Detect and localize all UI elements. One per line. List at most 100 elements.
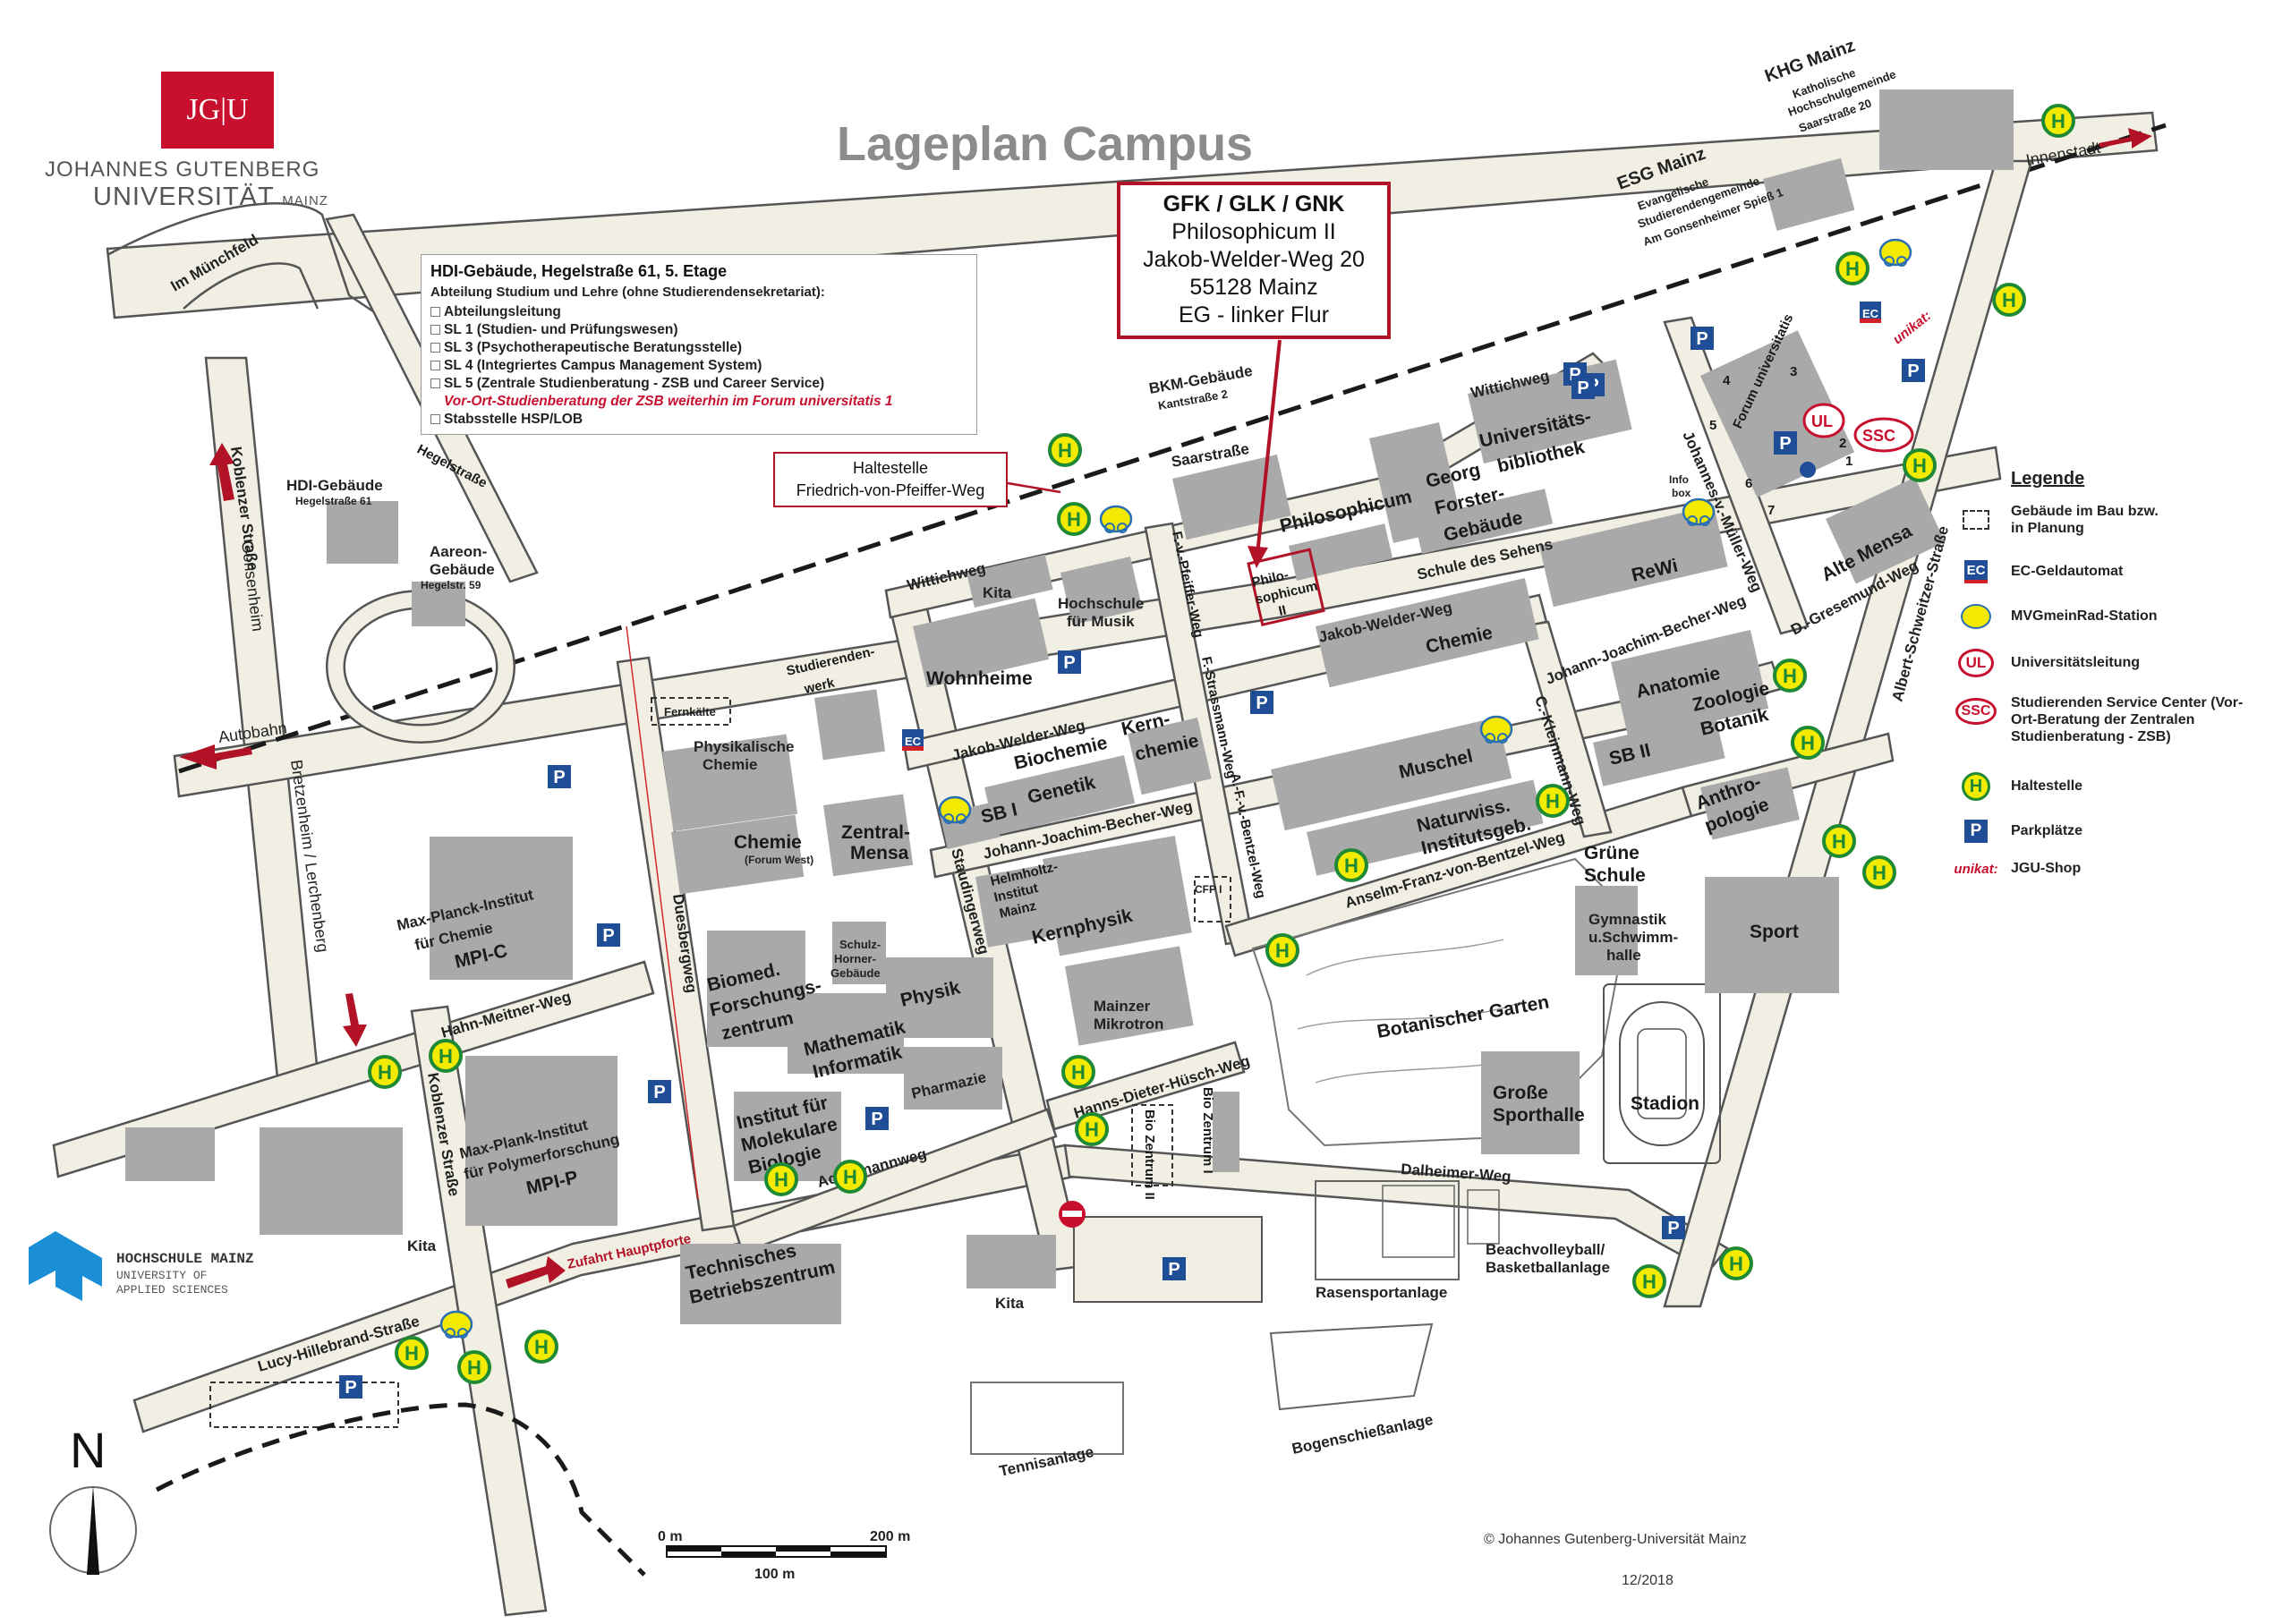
hdi-item: Stabsstelle HSP/LOB xyxy=(430,411,967,429)
jgu-logo-line2: UNIVERSITÄT MAINZ xyxy=(93,183,328,211)
svg-text:P: P xyxy=(602,926,614,946)
jgu-shop-map: unikat: xyxy=(1890,308,1934,347)
legend-item: MVGmeinRad-Station xyxy=(1955,599,2278,633)
parking-icon: P xyxy=(1163,1257,1186,1280)
scale-start: 0 m xyxy=(658,1529,683,1544)
svg-text:H: H xyxy=(1071,1061,1086,1084)
map-date: 12/2018 xyxy=(1622,1573,1674,1588)
label-forum-3: 3 xyxy=(1790,364,1797,379)
svg-text:P: P xyxy=(345,1378,356,1398)
bus-stop-icon: H xyxy=(1536,784,1570,818)
jgu-shop-icon: unikat: xyxy=(1954,861,1998,877)
bldg-helmholtz xyxy=(975,864,1059,948)
svg-text:H: H xyxy=(467,1356,481,1379)
label-forum-1: 1 xyxy=(1845,454,1852,469)
ul-map: UL xyxy=(1802,403,1845,438)
svg-text:H: H xyxy=(534,1336,549,1358)
bldg-georg-forster xyxy=(1369,422,1463,543)
svg-text:P: P xyxy=(553,768,565,787)
bus-stop-icon: H xyxy=(395,1336,429,1370)
target-street: Jakob-Welder-Weg 20 xyxy=(1143,247,1365,272)
label-musik-2: für Musik xyxy=(1067,613,1135,630)
bike-station-icon xyxy=(1878,238,1912,267)
bldg-musik xyxy=(1060,557,1143,625)
label-hdi: HDI-Gebäude xyxy=(286,477,383,494)
bldg-kernchemie xyxy=(1128,718,1212,795)
label-physchem-1: Physikalische xyxy=(694,738,794,755)
label-physchem-2: Chemie xyxy=(703,756,757,773)
area-rasen xyxy=(1315,1180,1460,1280)
legend-item: unikat: JGU-Shop xyxy=(1954,861,2082,877)
jgu-shop-icon: unikat: xyxy=(1890,308,1934,347)
label-gym-1: Gymnastik xyxy=(1588,911,1666,928)
bldg-phys-chemie xyxy=(662,734,798,832)
hochschule-mainz-logo-icon xyxy=(29,1231,102,1301)
legend-item: Gebäude im Bau bzw. in Planung xyxy=(1955,503,2278,537)
bldg-kernphysik xyxy=(1043,835,1192,957)
legend-item: SSC Studierenden Service Center (Vor-Ort… xyxy=(1955,694,2278,745)
label-forum-7: 7 xyxy=(1767,503,1775,518)
area-sportfield xyxy=(1382,1185,1455,1258)
bldg-forum xyxy=(1700,330,1855,497)
svg-text:P: P xyxy=(1063,653,1075,673)
scale-end: 200 m xyxy=(870,1529,910,1544)
label-kita-south: Kita xyxy=(995,1295,1025,1312)
label-beach-2: Basketballanlage xyxy=(1486,1259,1610,1276)
label-forum-4: 4 xyxy=(1723,373,1731,388)
hdi-item: SL 3 (Psychotherapeutische Beratungsstel… xyxy=(430,339,967,357)
svg-text:P: P xyxy=(1168,1260,1180,1280)
bus-stop-icon: H xyxy=(2041,104,2075,138)
planned-cfp xyxy=(1194,876,1231,923)
svg-text:P: P xyxy=(1667,1219,1679,1238)
arrow-innenstadt xyxy=(2099,128,2152,149)
bus-stop-icon: H xyxy=(1773,659,1807,693)
bike-station-icon xyxy=(1961,604,1991,629)
label-mensa-2: Mensa xyxy=(850,843,909,863)
dashed-box-icon xyxy=(1963,510,1989,530)
svg-text:H: H xyxy=(1642,1271,1657,1293)
bus-stop-icon: H xyxy=(1048,433,1082,467)
label-rasen: Rasensportanlage xyxy=(1316,1284,1447,1301)
north-label: N xyxy=(70,1422,106,1478)
label-schulz-2: Horner- xyxy=(834,952,876,965)
hs-logo-line1: HOCHSCHULE MAINZ xyxy=(116,1251,254,1267)
stop-callout-name: Friedrich-von-Pfeiffer-Weg xyxy=(796,481,985,499)
bldg-mensa xyxy=(822,794,914,877)
buildings xyxy=(125,89,2014,1324)
label-kita-north: Kita xyxy=(983,584,1012,601)
label-cfp: CFP I xyxy=(1195,883,1222,896)
bldg-chemie xyxy=(1316,578,1539,688)
label-biozentrum1: Bio Zentrum I xyxy=(1200,1087,1215,1174)
label-chemfw-2: (Forum West) xyxy=(745,854,813,866)
compass-needle-icon xyxy=(87,1485,99,1575)
label-botgarten: Botanischer Garten xyxy=(1375,991,1551,1042)
legend-title: Legende xyxy=(2011,469,2085,489)
ec-atm-icon: EC xyxy=(1964,560,1988,583)
bus-stop-icon: H xyxy=(368,1055,402,1089)
bus-stop-icon: H xyxy=(1962,772,1990,801)
svg-text:EC: EC xyxy=(905,735,922,748)
bus-stop-icon: H xyxy=(1057,502,1091,536)
scale-mid: 100 m xyxy=(754,1567,795,1582)
svg-text:P: P xyxy=(1779,434,1791,454)
stadion-outline xyxy=(1603,983,1721,1164)
parking-icon: P xyxy=(865,1107,889,1130)
target-building: Philosophicum II xyxy=(1171,219,1336,244)
arrow-bretzenheim xyxy=(343,993,367,1047)
page-title: Lageplan Campus xyxy=(837,117,1254,171)
target-floor: EG - linker Flur xyxy=(1178,302,1330,327)
target-highlight xyxy=(1247,548,1325,627)
bus-stop-icon: H xyxy=(1903,448,1937,482)
parking-icon: P xyxy=(1964,820,1988,843)
bus-stop-icon: H xyxy=(1791,726,1825,760)
svg-text:H: H xyxy=(1546,790,1560,812)
bus-stop-icon: H xyxy=(524,1330,558,1364)
hdi-item: Abteilungsleitung xyxy=(430,303,967,321)
label-schulz-1: Schulz- xyxy=(839,938,881,951)
target-location-box: GFK / GLK / GNK Philosophicum II Jakob-W… xyxy=(1117,182,1391,339)
label-fernkaelte: Fernkälte xyxy=(664,705,716,718)
svg-text:H: H xyxy=(1058,439,1072,462)
hs-logo-line3: APPLIED SCIENCES xyxy=(116,1283,228,1297)
bldg-anthro xyxy=(1700,767,1800,840)
label-gruene-2: Schule xyxy=(1584,865,1646,886)
